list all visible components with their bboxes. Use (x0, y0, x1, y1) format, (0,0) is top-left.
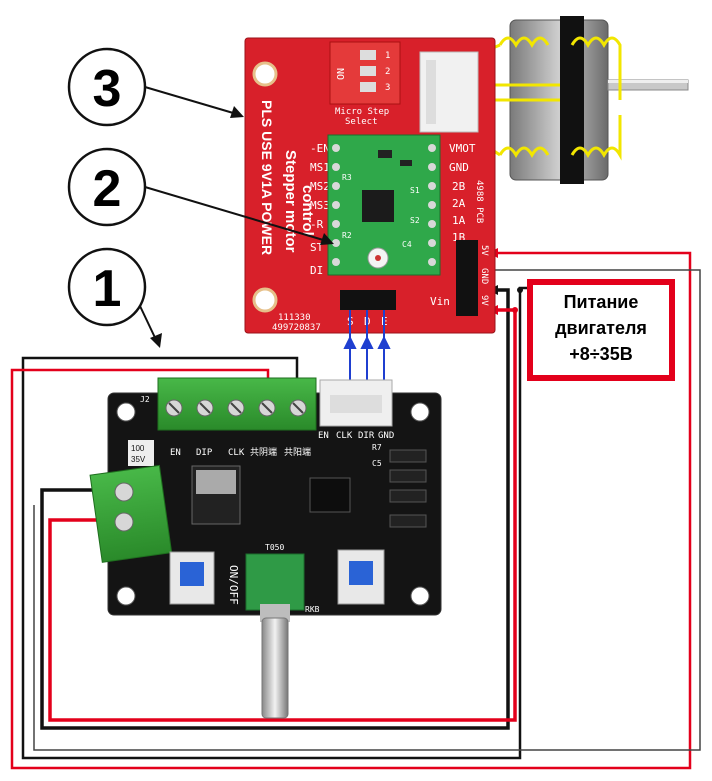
chip-label: T050 (265, 543, 284, 552)
r7-label: R7 (372, 443, 382, 452)
conn-gnd-label: GND (378, 431, 394, 441)
callout-1: 1 (67, 247, 162, 348)
board-title2: control (299, 185, 316, 236)
conn-dir-label: DIR (358, 431, 375, 441)
header-9v-label: 9V (479, 295, 489, 306)
power-line2: двигателя (555, 318, 647, 338)
callout-2-number: 2 (93, 160, 122, 218)
coil-bottom (498, 115, 622, 161)
terminal-en-label: EN (170, 448, 181, 458)
callout-3-number: 3 (93, 60, 122, 118)
capacitor (128, 440, 154, 466)
svg-text:VMOT: VMOT (449, 142, 476, 155)
callout-3: 3 (67, 47, 244, 127)
c5-label: C5 (372, 459, 382, 468)
power-header (456, 240, 478, 316)
conn-en-label: EN (318, 431, 329, 441)
dip-1-label: 1 (385, 51, 390, 61)
pot-label: RKB (305, 605, 320, 614)
stepper-motor (439, 16, 689, 184)
dip-2-label: 2 (385, 67, 390, 77)
terminal-anode-label: 共阳端 (284, 446, 311, 458)
stepper-driver-module: S1 S2 C4 R2 R3 (327, 134, 441, 276)
power-supply-box: Питание двигателя +8÷35В (527, 279, 675, 381)
r3-label: R3 (342, 173, 352, 182)
header-5v-label: 5V (479, 245, 489, 256)
red-wire-inner (48, 308, 517, 722)
red-wire-outer (10, 251, 692, 770)
svg-text:MS1: MS1 (310, 161, 330, 174)
button-left[interactable] (169, 551, 215, 605)
s1-label: S1 (410, 186, 420, 195)
svg-text:-EN: -EN (310, 142, 330, 155)
svg-text:DI: DI (310, 264, 323, 277)
terminal-clk-label: CLK (228, 448, 245, 458)
dip-3-label: 3 (385, 83, 390, 93)
r2-label: R2 (342, 231, 352, 240)
terminal-cathode-label: 共阴端 (250, 446, 277, 458)
terminal-dip-label: DIP (196, 448, 213, 458)
j2-label: J2 (140, 395, 150, 404)
conn-clk-label: CLK (336, 431, 353, 441)
button-right[interactable] (337, 549, 385, 605)
controller-chip (309, 477, 351, 513)
coil-top (498, 36, 622, 100)
speed-potentiometer[interactable] (245, 553, 305, 719)
signal-header (340, 290, 396, 310)
left-pin-labels: -EN MS1 MS2 MS3 -R ST DI (310, 142, 330, 277)
board-code1: 111330 (278, 313, 311, 323)
svg-text:-R: -R (310, 218, 324, 231)
board-title: Stepper motor (282, 150, 299, 253)
callout-1-number: 1 (93, 260, 122, 318)
dip-on-label: ON (336, 68, 347, 80)
pwm-controller-board: EN DIP CLK 共阴端 共阳端 J2 EN CLK DIR GND 100… (89, 377, 442, 719)
power-line1: Питание (564, 292, 639, 312)
callout-2: 2 (67, 147, 334, 245)
svg-text:ST: ST (310, 241, 324, 254)
wire-group (10, 248, 701, 770)
wire-junction (512, 307, 518, 313)
svg-text:1A: 1A (452, 214, 466, 227)
driver-chip (362, 190, 394, 222)
svg-text:2A: 2A (452, 197, 466, 210)
black-wire-inner (40, 288, 510, 730)
c4-label: C4 (402, 240, 412, 249)
svg-text:GND: GND (449, 161, 469, 174)
power-terminal-block (89, 464, 173, 563)
svg-text:2B: 2B (452, 180, 466, 193)
svg-text:MS3: MS3 (310, 199, 330, 212)
cap-value: 100 (131, 444, 145, 453)
pcb-vertical-label: 4988 PCB (474, 180, 484, 223)
power-line3: +8÷35В (569, 344, 632, 364)
svg-text:MS2: MS2 (310, 180, 330, 193)
gray-wire (33, 269, 701, 751)
vin-label: Vin (430, 295, 450, 308)
s2-label: S2 (410, 216, 420, 225)
board-code2: 499720837 (272, 323, 321, 333)
micro-step-label: Micro Step (335, 107, 389, 117)
cap-voltage: 35V (131, 455, 146, 464)
header-gnd-label: GND (479, 268, 489, 284)
wire-junction (517, 287, 523, 293)
select-label: Select (345, 117, 378, 127)
power-warning-text: PLS USE 9V1A POWER (259, 100, 275, 255)
on-off-label: ON/OFF (227, 565, 240, 605)
